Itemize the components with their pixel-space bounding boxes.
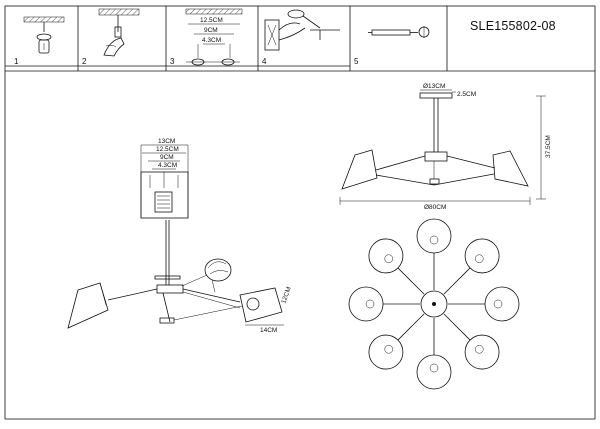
top-view-shade (416, 218, 452, 254)
front-view-fixture: 14CM 12CM (67, 220, 293, 334)
top-view-socket (475, 254, 484, 263)
step3-dim-12-5: 12.5CM (200, 17, 223, 24)
top-view-arm (397, 313, 425, 341)
top-view-shade (484, 286, 520, 322)
top-view-arm (443, 313, 471, 341)
step5-bulb (368, 26, 430, 38)
step-number-4: 4 (262, 57, 267, 66)
bracket-dim-13: 13CM (158, 138, 175, 145)
top-view-socket (384, 345, 393, 354)
top-view-shade (416, 354, 452, 390)
outer-frame (4, 5, 596, 420)
step-number-5: 5 (354, 57, 359, 66)
top-view-arm (397, 267, 425, 295)
top-view-arm (443, 267, 471, 295)
side-view: Ø13CM 2.5CM 37.5CM (339, 83, 552, 211)
top-view-shade (368, 334, 404, 370)
bracket-detail: 13CM 12.5CM 9CM 4.3CM (140, 138, 189, 219)
bracket-dim-9: 9CM (160, 154, 174, 161)
shade-width-dim: 14CM (260, 327, 277, 334)
step3-dim-4-3: 4.3CM (202, 37, 221, 44)
top-view-socket (475, 345, 484, 354)
bracket-dim-4-3: 4.3CM (158, 162, 177, 169)
step1-ceiling-screw (23, 16, 65, 54)
step-number-3: 3 (170, 57, 175, 66)
step-number-2: 2 (82, 57, 87, 66)
height-dim: 37.5CM (545, 135, 552, 158)
top-view-shade (368, 238, 404, 274)
top-view (348, 218, 520, 390)
step2-screwdriver-hand (98, 8, 140, 57)
bracket-dim-12-5: 12.5CM (156, 146, 179, 153)
top-view-hub (420, 290, 448, 318)
shade-height-dim: 12CM (280, 286, 293, 305)
step-number-1: 1 (14, 57, 19, 66)
width-dim: Ø80CM (424, 204, 446, 211)
top-view-socket (429, 235, 439, 245)
top-view-shade (464, 334, 500, 370)
canopy-height-dim: 2.5CM (457, 91, 476, 98)
model-number: SLE155802-08 (470, 19, 556, 33)
step3-dim-9: 9CM (204, 27, 218, 34)
top-view-hub-center (432, 302, 436, 306)
top-view-socket (429, 363, 439, 373)
step4-wiring (264, 9, 340, 51)
canopy-diameter-dim: Ø13CM (423, 83, 445, 90)
top-view-shade (464, 238, 500, 274)
step3-bracket-dimensions: 12.5CM 9CM 4.3CM (185, 8, 243, 66)
top-view-shade (348, 286, 384, 322)
top-view-socket (365, 299, 375, 309)
top-view-socket (493, 299, 503, 309)
top-view-socket (384, 254, 393, 263)
